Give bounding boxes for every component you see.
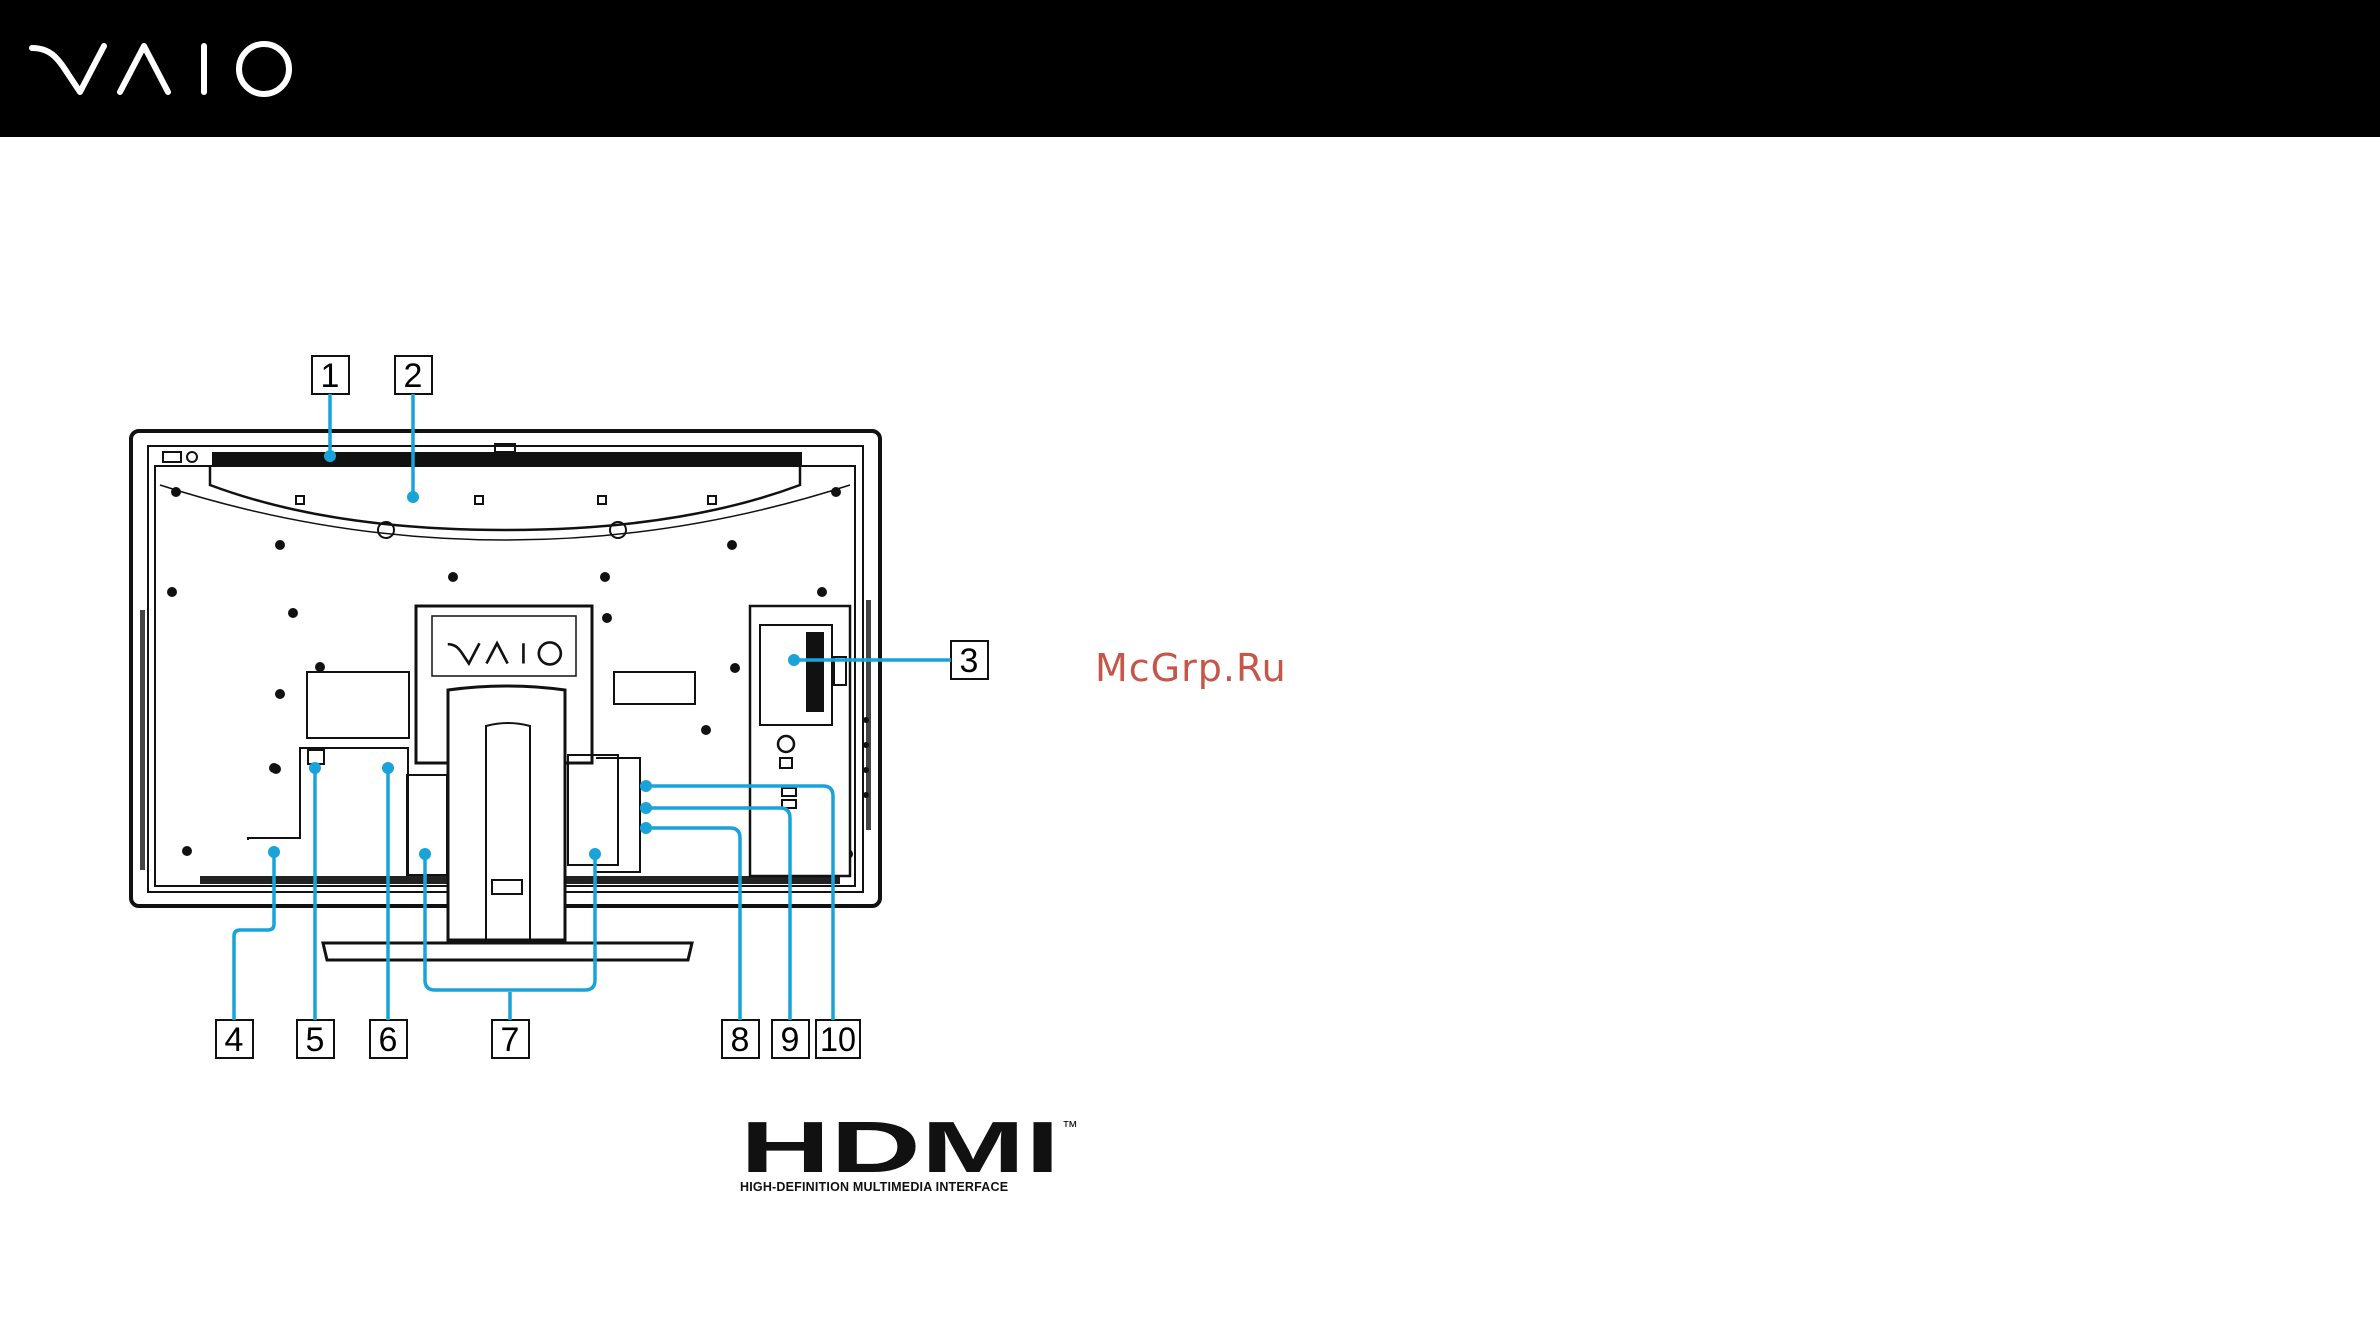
callout-8: 8 (731, 1021, 750, 1059)
hdmi-trademark: ™ (1062, 1119, 1078, 1136)
hdmi-wordmark: HDMI (740, 1112, 1060, 1178)
callout-3: 3 (960, 642, 979, 680)
callout-10: 10 (820, 1021, 856, 1059)
stand-base (323, 943, 692, 960)
watermark-text: McGrp.Ru (1095, 646, 1287, 690)
side-panel (750, 606, 869, 876)
callout-9: 9 (781, 1021, 800, 1059)
callout-1: 1 (321, 357, 340, 395)
hdmi-tagline: HIGH-DEFINITION MULTIMEDIA INTERFACE (740, 1180, 1060, 1194)
stand-neck (448, 686, 565, 940)
hdmi-logo: HDMI ™ (740, 1112, 1080, 1178)
callout-4: 4 (225, 1021, 244, 1059)
callout-2: 2 (404, 357, 423, 395)
callout-6: 6 (379, 1021, 398, 1059)
callout-7: 7 (501, 1021, 520, 1059)
callout-5: 5 (306, 1021, 325, 1059)
